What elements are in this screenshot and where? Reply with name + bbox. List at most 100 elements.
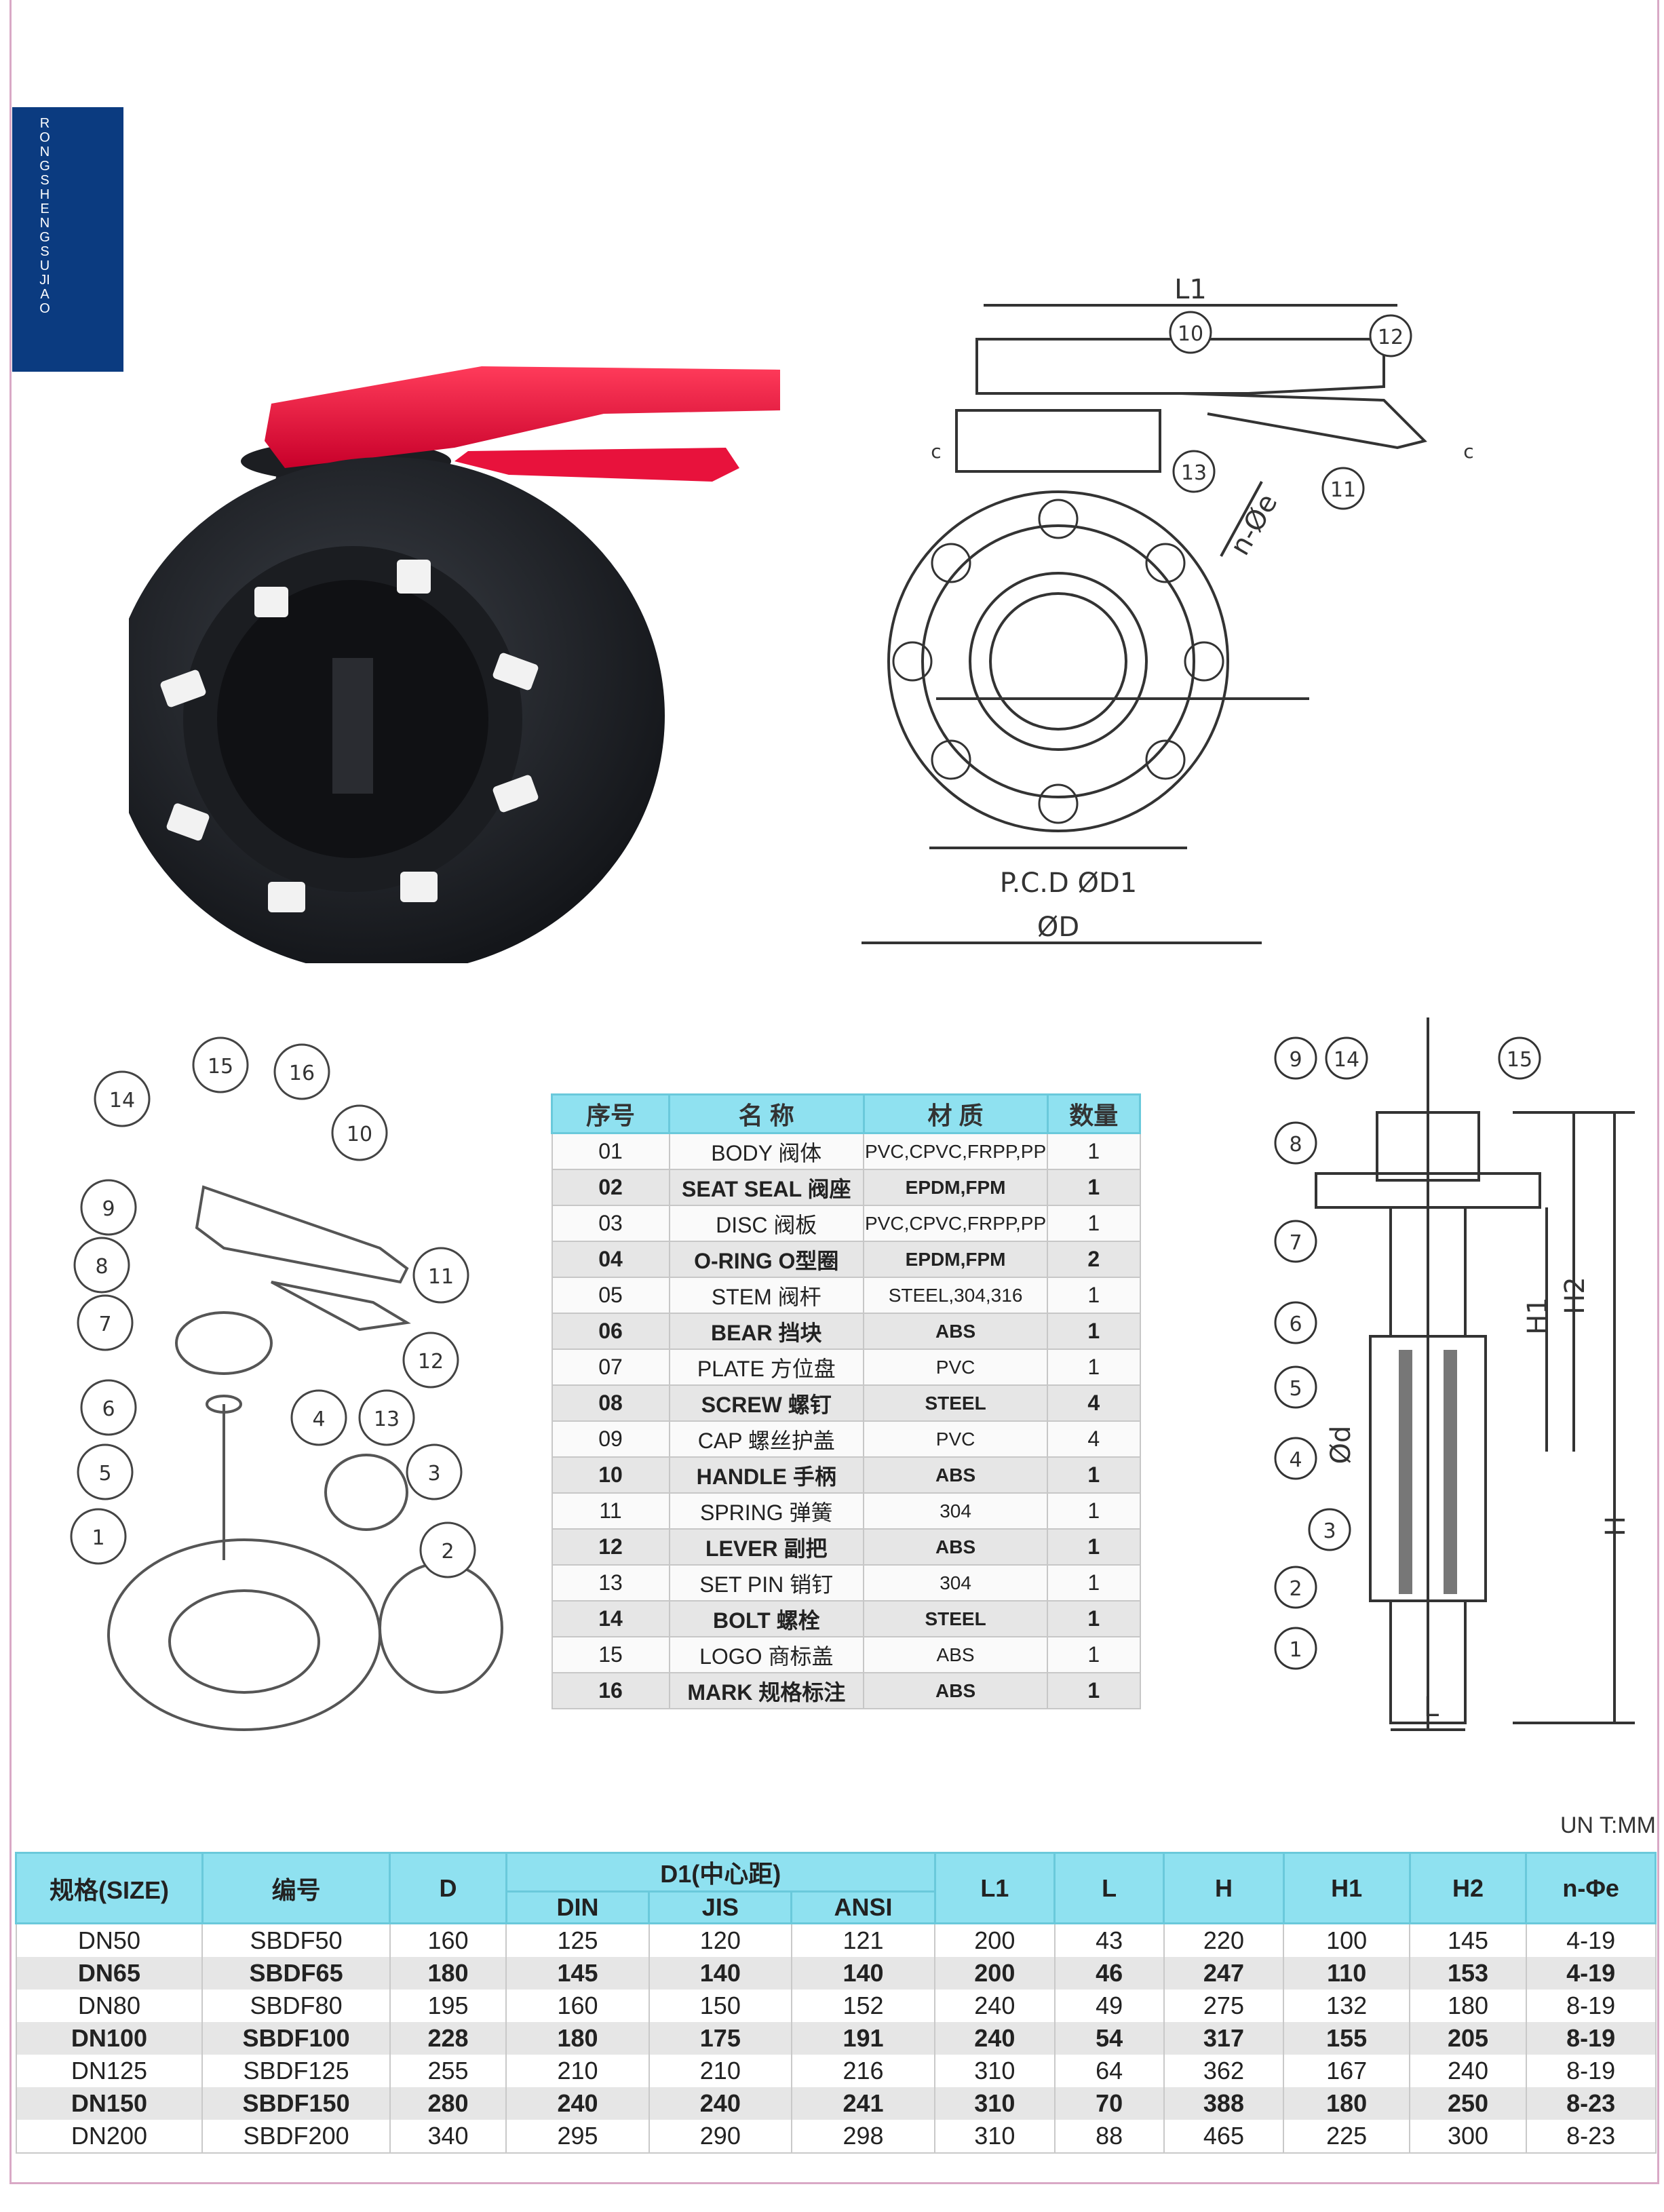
parts-cell: 16 [551, 1672, 670, 1709]
parts-cell: BODY 阀体 [668, 1132, 865, 1170]
parts-cell: ABS [862, 1672, 1049, 1709]
spec-header-H2: H2 [1408, 1852, 1528, 1924]
parts-cell: 01 [551, 1132, 670, 1170]
callout-sec-1: 1 [1289, 1638, 1302, 1662]
spec-cell: 247 [1163, 1957, 1285, 1990]
spec-cell: SBDF80 [201, 1990, 391, 2022]
spec-cell: 140 [648, 1957, 792, 1990]
spec-header-L1: L1 [933, 1852, 1056, 1924]
spec-header-H1: H1 [1282, 1852, 1411, 1924]
spec-cell: 153 [1409, 1957, 1527, 1990]
parts-cell: 02 [551, 1169, 670, 1206]
parts-cell: LOGO 商标盖 [668, 1636, 865, 1673]
brand-name: RONGSHENGSUJIAO [39, 116, 50, 316]
exploded-view-drawing: 15 16 14 10 9 8 11 7 12 13 6 4 3 5 1 2 [70, 1036, 503, 1731]
page-frame [9, 0, 1659, 2184]
callout-exp-8: 8 [95, 1255, 108, 1279]
spec-cell: DN150 [15, 2087, 204, 2120]
spec-cell: 4-19 [1525, 1923, 1657, 1957]
spec-cell: DN80 [15, 1990, 204, 2022]
parts-cell: 1 [1047, 1564, 1141, 1602]
spec-cell: 310 [934, 2087, 1056, 2120]
parts-cell: 08 [551, 1384, 670, 1422]
parts-cell: 1 [1047, 1528, 1141, 1566]
parts-cell: 13 [551, 1564, 670, 1602]
callout-sec-3: 3 [1323, 1519, 1336, 1543]
parts-cell: 1 [1047, 1600, 1141, 1637]
callout-exp-10: 10 [347, 1123, 372, 1146]
spec-cell: 43 [1053, 1923, 1165, 1957]
spec-cell: DN100 [15, 2022, 204, 2055]
parts-cell: STEM 阀杆 [668, 1277, 865, 1314]
parts-cell: 304 [862, 1564, 1049, 1602]
parts-header-no: 序号 [550, 1093, 671, 1134]
parts-cell: DISC 阀板 [668, 1205, 865, 1242]
spec-header-D: D [389, 1852, 507, 1924]
spec-cell: 8-19 [1525, 2055, 1657, 2087]
dim-n-phi-e: n-Øe [1224, 488, 1284, 560]
spec-cell: 228 [389, 2022, 507, 2055]
spec-cell: 180 [389, 1957, 507, 1990]
spec-cell: 200 [934, 1957, 1056, 1990]
spec-cell: 240 [648, 2087, 792, 2120]
spec-header-H: H [1163, 1852, 1285, 1924]
spec-cell: 70 [1053, 2087, 1165, 2120]
spec-cell: 145 [505, 1957, 650, 1990]
spec-cell: 298 [790, 2120, 936, 2154]
spec-cell: 120 [648, 1923, 792, 1957]
parts-cell: STEEL [862, 1384, 1049, 1422]
parts-cell: 1 [1047, 1169, 1141, 1206]
spec-header-jis: JIS [648, 1890, 793, 1924]
callout-exp-16: 16 [289, 1062, 315, 1085]
spec-cell: 241 [790, 2087, 936, 2120]
callout-exp-6: 6 [102, 1397, 115, 1421]
spec-cell: SBDF150 [201, 2087, 391, 2120]
dim-od: ØD [1037, 912, 1079, 943]
parts-cell: CAP 螺丝护盖 [668, 1420, 865, 1458]
parts-cell: EPDM,FPM [862, 1241, 1049, 1278]
parts-cell: 07 [551, 1348, 670, 1386]
callout-exp-11: 11 [428, 1265, 454, 1289]
callout-sec-5: 5 [1289, 1377, 1302, 1401]
spec-cell: DN50 [15, 1923, 204, 1957]
spec-cell: 255 [389, 2055, 507, 2087]
parts-header-qty: 数量 [1046, 1093, 1142, 1134]
spec-cell: 195 [389, 1990, 507, 2022]
spec-header-D1: D1(中心距) [505, 1852, 936, 1893]
parts-cell: SPRING 弹簧 [668, 1492, 865, 1530]
spec-header-din: DIN [505, 1890, 651, 1924]
spec-cell: 210 [505, 2055, 650, 2087]
callout-exp-12: 12 [418, 1350, 444, 1374]
spec-cell: 8-23 [1525, 2120, 1657, 2154]
spec-header-size: 规格(SIZE) [15, 1852, 204, 1924]
unit-label: UN T:MM [1560, 1812, 1656, 1838]
parts-cell: 4 [1047, 1384, 1141, 1422]
spec-cell: 240 [505, 2087, 650, 2120]
spec-cell: 240 [934, 1990, 1056, 2022]
parts-cell: ABS [862, 1636, 1049, 1673]
parts-cell: 06 [551, 1313, 670, 1350]
callout-exp-7: 7 [98, 1313, 111, 1336]
parts-cell: ABS [862, 1313, 1049, 1350]
spec-cell: 200 [934, 1923, 1056, 1957]
spec-cell: 8-23 [1525, 2087, 1657, 2120]
parts-cell: PVC [862, 1348, 1049, 1386]
parts-cell: MARK 规格标注 [668, 1672, 865, 1709]
section-mark-right: c [1463, 440, 1473, 463]
spec-cell: 310 [934, 2055, 1056, 2087]
parts-cell: 1 [1047, 1492, 1141, 1530]
parts-cell: 304 [862, 1492, 1049, 1530]
spec-cell: 465 [1163, 2120, 1285, 2154]
callout-front-10: 10 [1178, 322, 1203, 346]
parts-cell: 14 [551, 1600, 670, 1637]
spec-cell: 216 [790, 2055, 936, 2087]
callout-sec-2: 2 [1289, 1577, 1302, 1601]
